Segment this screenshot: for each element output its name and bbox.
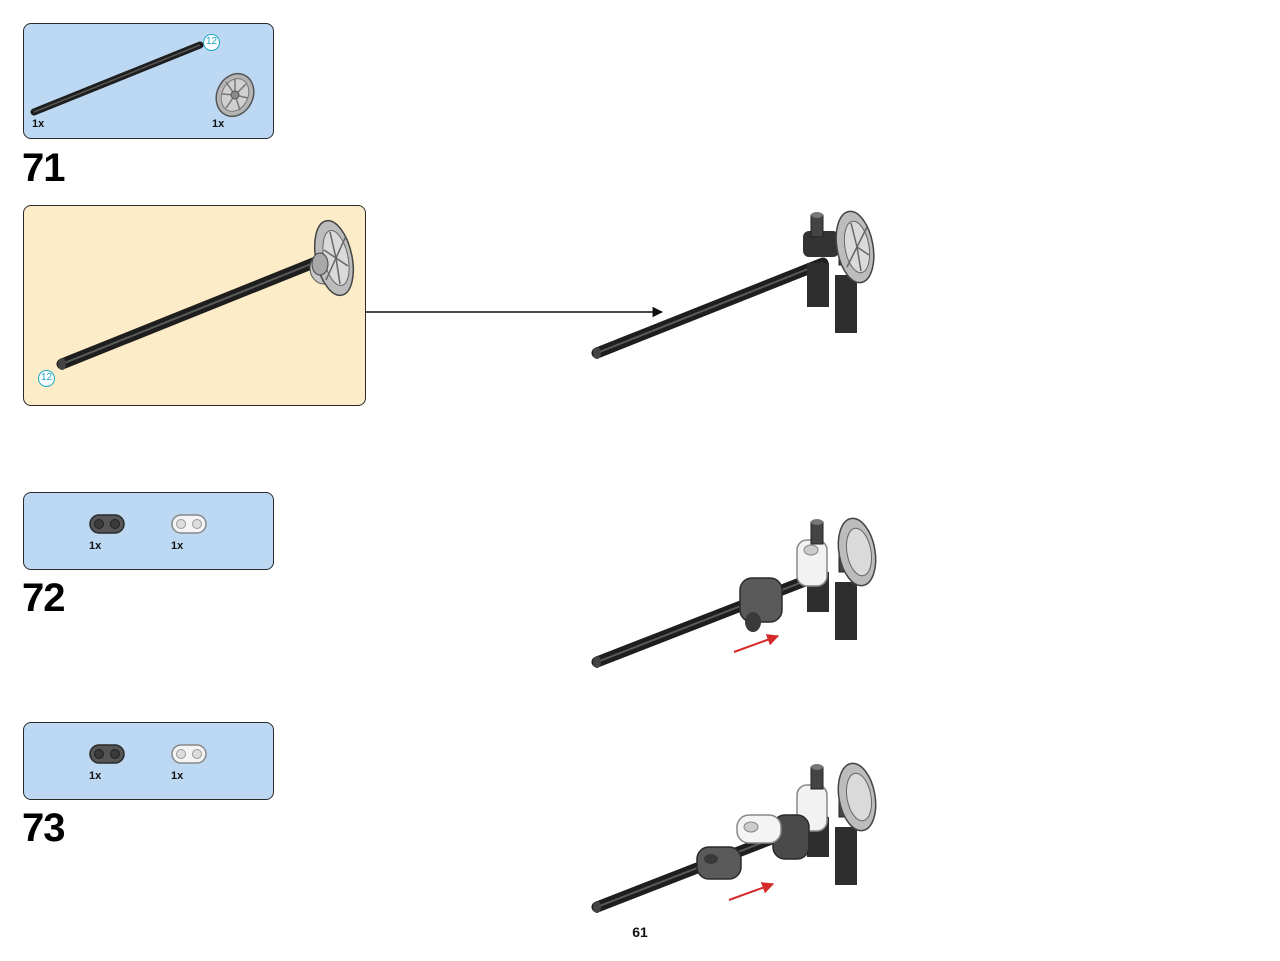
white-beam-quantity: 1x [171, 770, 184, 782]
step-71-number: 71 [22, 146, 65, 190]
step-72-number: 72 [22, 576, 65, 620]
submodel-axle-length-badge: 12 [38, 370, 55, 387]
step-71-assembly-image [591, 210, 875, 359]
white-beam-part-image [171, 744, 207, 764]
step-72-red-arrow [733, 634, 780, 653]
dark-gray-beam-quantity: 1x [89, 770, 102, 782]
step-72-parts-box: 1x 1x [23, 492, 274, 570]
step-71-submodel-box: 12 [23, 205, 366, 406]
dark-gray-beam-quantity: 1x [89, 540, 102, 552]
axle-quantity: 1x [32, 118, 45, 130]
step-73-assembly-image [591, 762, 877, 913]
wedge-belt-wheel-part-image [215, 72, 255, 118]
white-beam-part-image [171, 514, 207, 534]
dark-gray-beam-part-image [89, 514, 125, 534]
dark-gray-beam-part-image [89, 744, 125, 764]
step-73-parts-box: 1x 1x [23, 722, 274, 800]
axle-part-image [30, 41, 204, 116]
page-number: 61 [632, 924, 648, 940]
step-73-number: 73 [22, 806, 65, 850]
submodel-attach-arrow [366, 306, 664, 318]
white-beam-quantity: 1x [171, 540, 184, 552]
axle-length-badge: 12 [203, 34, 220, 51]
step-73-red-arrow [728, 882, 775, 901]
step-72-assembly-image [591, 517, 877, 668]
wheel-quantity: 1x [212, 118, 225, 130]
submodel-axle-with-wheel [56, 219, 355, 370]
step-71-parts-box: 12 1x 1x [23, 23, 274, 139]
